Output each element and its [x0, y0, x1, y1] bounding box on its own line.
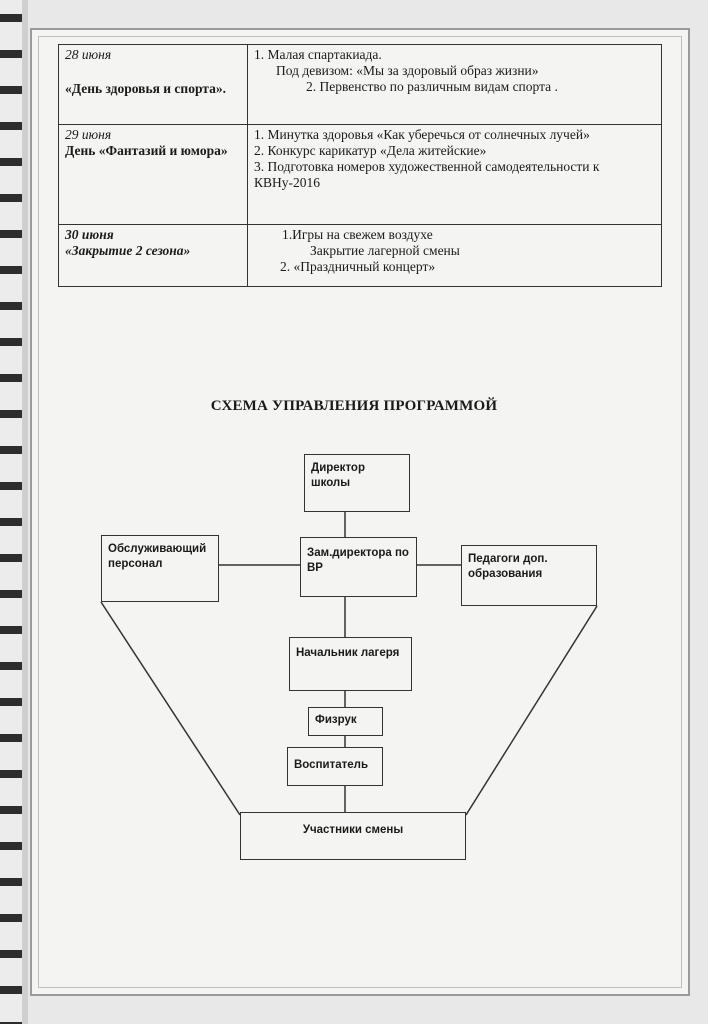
day-name: День «Фантазий и юмора» — [65, 143, 228, 158]
service-staff-label: Обслуживающий персонал — [108, 543, 207, 570]
educator-box: Воспитатель — [287, 747, 383, 786]
activities-cell: 1.Игры на свежем воздухе Закрытие лагерн… — [247, 224, 662, 287]
activities-cell: 1. Малая спартакиада. Под девизом: «Мы з… — [247, 44, 662, 125]
participants-label: Участники смены — [302, 824, 404, 836]
activity: 2. «Праздничный концерт» — [280, 259, 436, 274]
deputy-director-box: Зам.директора по ВР — [300, 537, 417, 597]
binding-edge — [22, 0, 28, 1024]
day-date: 29 июня — [65, 127, 112, 142]
activity: 1.Игры на свежем воздухе — [282, 227, 433, 242]
activity: 1. Малая спартакиада. — [254, 47, 382, 62]
day-name: «День здоровья и спорта». — [65, 81, 226, 96]
director-label: Директор школы — [311, 462, 365, 489]
teachers-box: Педагоги доп. образования — [461, 545, 597, 606]
table-row: 29 июня День «Фантазий и юмора» 1. Минут… — [58, 124, 662, 225]
table-row: 30 июня «Закрытие 2 сезона» 1.Игры на св… — [58, 224, 662, 287]
day-cell: 29 июня День «Фантазий и юмора» — [58, 124, 248, 225]
activity: 2. Конкурс карикатур «Дела житейские» — [254, 143, 487, 158]
camp-head-box: Начальник лагеря — [289, 637, 412, 691]
activity: 2. Первенство по различным видам спорта … — [306, 79, 558, 94]
camp-head-label: Начальник лагеря — [296, 647, 400, 659]
pe-teacher-box: Физрук — [308, 707, 383, 736]
participants-box: Участники смены — [240, 812, 466, 860]
schedule-table: 28 июня «День здоровья и спорта». 1. Мал… — [58, 44, 662, 287]
educator-label: Воспитатель — [294, 759, 369, 771]
activity: Под девизом: «Мы за здоровый образ жизни… — [276, 63, 539, 78]
activity: Закрытие лагерной смены — [310, 243, 460, 258]
day-name: «Закрытие 2 сезона» — [65, 243, 191, 258]
spiral-binding — [0, 0, 22, 1024]
pe-teacher-label: Физрук — [315, 714, 357, 726]
activity: 3. Подготовка номеров художественной сам… — [254, 159, 600, 190]
teachers-label: Педагоги доп. образования — [468, 553, 548, 580]
director-box: Директор школы — [304, 454, 410, 512]
day-date: 28 июня — [65, 47, 112, 62]
day-date: 30 июня — [65, 227, 114, 242]
day-cell: 28 июня «День здоровья и спорта». — [58, 44, 248, 125]
activity: 1. Минутка здоровья «Как уберечься от со… — [254, 127, 590, 142]
table-row: 28 июня «День здоровья и спорта». 1. Мал… — [58, 44, 662, 125]
deputy-director-label: Зам.директора по ВР — [307, 547, 409, 574]
day-cell: 30 июня «Закрытие 2 сезона» — [58, 224, 248, 287]
schema-title: СХЕМА УПРАВЛЕНИЯ ПРОГРАММОЙ — [210, 398, 498, 414]
activities-cell: 1. Минутка здоровья «Как уберечься от со… — [247, 124, 662, 225]
service-staff-box: Обслуживающий персонал — [101, 535, 219, 602]
page-border — [38, 36, 682, 988]
